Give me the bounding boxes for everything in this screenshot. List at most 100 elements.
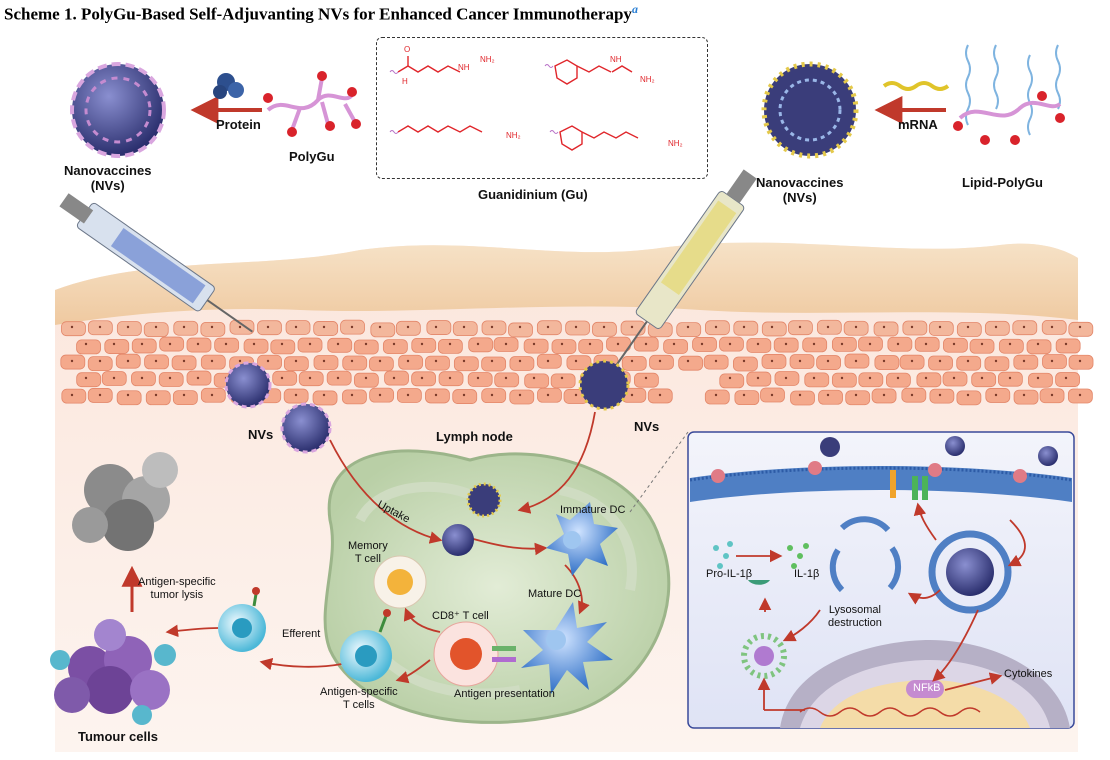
epidermis-cell-nucleus	[210, 325, 214, 329]
epidermis-cell	[368, 356, 394, 372]
epidermis-cell	[1028, 372, 1053, 388]
chem-nh-2: NH	[610, 55, 622, 64]
polygu-icon	[266, 77, 357, 131]
epidermis-cell-nucleus	[1008, 376, 1012, 380]
epidermis-cell	[804, 372, 830, 388]
epidermis-cell-nucleus	[742, 359, 746, 363]
epidermis-cell	[790, 390, 815, 406]
epidermis-cell	[997, 371, 1023, 387]
epidermis-cell	[956, 355, 982, 371]
epidermis-cell-nucleus	[238, 359, 242, 363]
epidermis-cell-nucleus	[378, 325, 382, 329]
epidermis-cell	[509, 356, 535, 371]
epidermis-cell-nucleus	[434, 325, 438, 329]
epidermis-cell-nucleus	[224, 342, 228, 346]
epidermis-cell-nucleus	[854, 359, 858, 363]
epidermis-cell-nucleus	[868, 376, 872, 380]
epidermis-cell	[1068, 321, 1094, 337]
epidermis-cell-nucleus	[154, 359, 158, 363]
epidermis-cell-nucleus	[826, 359, 830, 363]
epidermis-cell	[229, 319, 255, 335]
epidermis-cell-nucleus	[896, 342, 900, 346]
epidermis-cell-nucleus	[1022, 393, 1026, 397]
epidermis-cell-nucleus	[308, 342, 312, 346]
epidermis-cell-nucleus	[378, 393, 382, 397]
epidermis-cell-nucleus	[518, 325, 522, 329]
label-cd8-t-cell: CD8⁺ T cell	[432, 610, 489, 622]
epidermis-cell	[858, 372, 884, 388]
epidermis-cell	[116, 321, 142, 336]
epidermis-cell-nucleus	[840, 376, 844, 380]
epidermis-cell-nucleus	[294, 325, 298, 329]
epidermis-cell-nucleus	[476, 342, 480, 346]
epidermis-cell-nucleus	[700, 342, 704, 346]
epidermis-cell-nucleus	[70, 325, 74, 329]
epidermis-cell-nucleus	[420, 376, 424, 380]
epidermis-cell-nucleus	[1078, 325, 1082, 329]
epidermis-cell-nucleus	[798, 325, 802, 329]
epidermis-cell-nucleus	[658, 393, 662, 397]
caption-text: Scheme 1. PolyGu-Based Self-Adjuvanting …	[4, 4, 632, 24]
epidermis-cell	[342, 389, 367, 405]
epidermis-cell-nucleus	[112, 342, 116, 346]
epidermis-cell-nucleus	[1078, 393, 1082, 397]
epidermis-cell	[928, 355, 953, 371]
epidermis-cell	[831, 372, 857, 388]
epidermis-cell-nucleus	[798, 359, 802, 363]
epidermis-cell-nucleus	[322, 359, 326, 363]
epidermis-cell-nucleus	[812, 342, 816, 346]
epidermis-cell	[76, 372, 102, 388]
epidermis-cell	[523, 338, 549, 354]
epidermis-cell	[243, 338, 269, 354]
epidermis-cell-nucleus	[350, 393, 354, 397]
epidermis-cell-nucleus	[686, 325, 690, 329]
epidermis-cell-nucleus	[420, 342, 424, 346]
epidermis-cell	[746, 338, 772, 353]
epidermis-cell-nucleus	[266, 359, 270, 363]
epidermis-cell-nucleus	[364, 342, 368, 346]
epidermis-cell-nucleus	[462, 325, 466, 329]
epidermis-cell-nucleus	[854, 393, 858, 397]
epidermis-cell-nucleus	[434, 359, 438, 363]
epidermis-cell-nucleus	[756, 376, 760, 380]
epidermis-cell-nucleus	[770, 393, 774, 397]
epidermis-cell	[565, 320, 591, 336]
epidermis-cell	[398, 354, 424, 370]
epidermis-cell-nucleus	[588, 342, 592, 346]
epidermis-cell-nucleus	[1050, 359, 1054, 363]
epidermis-cell-nucleus	[350, 325, 354, 329]
epidermis-cell-nucleus	[1036, 376, 1040, 380]
epidermis-cell	[283, 356, 309, 372]
epidermis-cell-nucleus	[448, 342, 452, 346]
epidermis-cell-nucleus	[574, 359, 578, 363]
epidermis-cell-nucleus	[210, 393, 214, 397]
epidermis-cell-nucleus	[182, 393, 186, 397]
epidermis-cell	[1055, 372, 1080, 387]
epidermis-cell-nucleus	[84, 376, 88, 380]
epidermis-cell	[537, 387, 562, 403]
epidermis-cell	[984, 320, 1010, 336]
mature-dc	[521, 602, 613, 694]
uptake-nv	[442, 482, 502, 556]
epidermis-cell-nucleus	[504, 342, 508, 346]
epidermis-cell	[550, 373, 576, 389]
epidermis-cell	[692, 337, 717, 352]
zoom-connector	[629, 431, 689, 513]
guanidinium-wavy-bonds	[389, 64, 559, 134]
epidermis-cell	[1013, 389, 1039, 405]
epidermis-cell-nucleus	[1008, 342, 1012, 346]
epidermis-cell-nucleus	[630, 359, 634, 363]
epidermis-cell-nucleus	[350, 359, 354, 363]
chem-labels: O H NH NH₂ NH NH₂ NH₂ NH₂	[402, 45, 683, 148]
label-efferent: Efferent	[282, 628, 321, 640]
epidermis-cell-nucleus	[490, 393, 494, 397]
figure-caption: Scheme 1. PolyGu-Based Self-Adjuvanting …	[4, 2, 638, 25]
epidermis-cell	[481, 356, 507, 372]
epidermis-cell	[592, 321, 617, 337]
chem-nh2-4: NH₂	[668, 139, 683, 148]
epidermis-cell	[76, 339, 101, 355]
epidermis-cell-nucleus	[980, 376, 984, 380]
epidermis-cell	[285, 320, 311, 335]
epidermis-cell-nucleus	[602, 325, 606, 329]
